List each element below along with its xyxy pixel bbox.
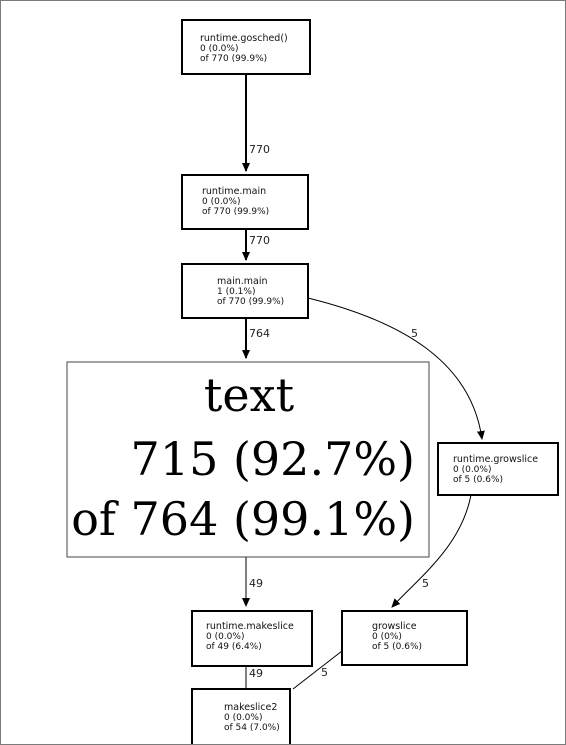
node-name: makeslice2 [224, 702, 277, 713]
edge-label: 770 [249, 143, 270, 156]
node-makeslice2[interactable]: makeslice2 0 (0.0%) of 54 (7.0%) [191, 688, 291, 744]
node-runtime-growslice[interactable]: runtime.growslice 0 (0.0%) of 5 (0.6%) [437, 442, 559, 496]
edge-label: 770 [249, 234, 270, 247]
node-name: runtime.growslice [453, 454, 538, 465]
node-flat: 0 (0.0%) [202, 197, 240, 207]
edge-growslice-to-makeslice2: 5 [292, 650, 343, 690]
node-text[interactable]: text 715 (92.7%) of 764 (99.1%) [66, 361, 430, 558]
edge-label: 49 [249, 667, 263, 680]
node-cum: of 5 (0.6%) [453, 475, 503, 485]
edge-label: 49 [249, 577, 263, 590]
node-flat: 0 (0%) [372, 632, 402, 642]
edge-main-main-to-text: 764 [242, 317, 270, 359]
node-name: runtime.makeslice [206, 621, 294, 632]
edge-label: 5 [422, 577, 429, 590]
node-runtime-gosched[interactable]: runtime.gosched() 0 (0.0%) of 770 (99.9%… [181, 19, 311, 75]
node-name: runtime.main [202, 186, 266, 197]
node-flat: 1 (0.1%) [217, 287, 255, 297]
node-cum: of 5 (0.6%) [372, 642, 422, 652]
node-cum: of 49 (6.4%) [206, 642, 262, 652]
edge-runtime-makeslice-to-makeslice2: 49 [245, 666, 263, 689]
node-flat: 0 (0.0%) [453, 465, 491, 475]
edge-text-to-runtime-makeslice: 49 [242, 557, 263, 607]
edge-main-main-to-runtime-growslice: 5 [307, 297, 485, 440]
edge-label: 5 [321, 666, 328, 679]
node-name: main.main [217, 276, 268, 287]
node-flat: 0 (0.0%) [200, 44, 238, 54]
node-cum: of 764 (99.1%) [71, 492, 415, 546]
node-cum: of 54 (7.0%) [224, 723, 280, 733]
edge-label: 764 [249, 327, 270, 340]
node-name: growslice [372, 621, 417, 632]
node-runtime-main[interactable]: runtime.main 0 (0.0%) of 770 (99.9%) [181, 174, 309, 230]
node-runtime-makeslice[interactable]: runtime.makeslice 0 (0.0%) of 49 (6.4%) [191, 610, 313, 667]
node-name: text [204, 368, 295, 422]
edge-runtime-growslice-to-growslice: 5 [391, 494, 472, 608]
edge-label: 5 [411, 327, 418, 340]
node-flat: 715 (92.7%) [131, 432, 415, 486]
node-cum: of 770 (99.9%) [200, 54, 267, 64]
node-name: runtime.gosched() [200, 33, 288, 44]
node-cum: of 770 (99.9%) [217, 297, 284, 307]
node-flat: 0 (0.0%) [206, 632, 244, 642]
edge-runtime-main-to-main-main: 770 [242, 229, 270, 261]
node-main-main[interactable]: main.main 1 (0.1%) of 770 (99.9%) [181, 263, 309, 319]
node-flat: 0 (0.0%) [224, 713, 262, 723]
node-cum: of 770 (99.9%) [202, 207, 269, 217]
edge-gosched-to-runtime-main: 770 [242, 74, 270, 172]
node-growslice[interactable]: growslice 0 (0%) of 5 (0.6%) [341, 610, 468, 666]
